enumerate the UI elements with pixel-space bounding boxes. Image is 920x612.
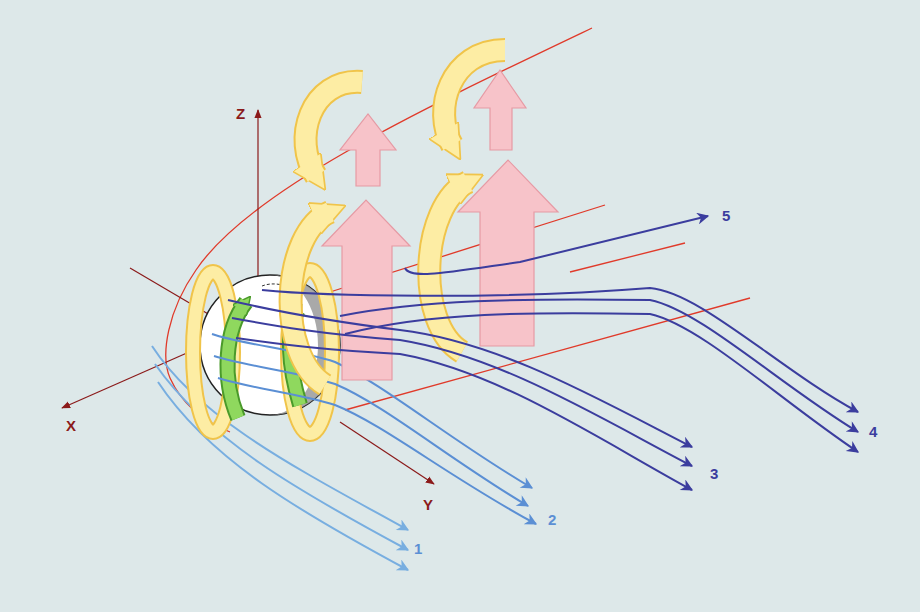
- flow-lines-tail: [340, 299, 858, 432]
- pink-arrow: [322, 70, 558, 380]
- axis-label: Y: [423, 497, 433, 512]
- callout-number: 3: [710, 466, 718, 481]
- boundary-lines: [570, 243, 685, 272]
- yellow-circulation: [291, 212, 330, 385]
- flow-lines-tail: [228, 300, 692, 447]
- callout-number: 5: [722, 208, 730, 223]
- axis: [257, 110, 258, 290]
- boundary-lines: [166, 28, 592, 432]
- pink-arrow: [340, 114, 396, 186]
- axis-label: Z: [236, 106, 245, 121]
- flow-lines-tail: [232, 318, 692, 466]
- callout-number: 1: [414, 541, 422, 556]
- yellow-circulation: [306, 82, 362, 176]
- pink-arrow: [474, 70, 526, 150]
- callout-number: 4: [869, 424, 877, 439]
- flow-lines-tail: [236, 338, 692, 490]
- pink-arrow: [458, 160, 558, 346]
- yellow-circulation: [306, 82, 362, 176]
- boundary-lines: [166, 28, 750, 432]
- flow-lines-tail: [228, 216, 858, 490]
- yellow-circulation: [291, 212, 330, 385]
- callout-number: 2: [548, 512, 556, 527]
- boundary-lines: [345, 298, 750, 410]
- flow-lines-tail: [262, 288, 858, 412]
- flow-lines-tail: [405, 216, 708, 274]
- axis-label: X: [66, 418, 76, 433]
- flow-lines-sphere: [218, 378, 536, 524]
- yellow-circulation: [291, 50, 505, 385]
- flow-lines-tail: [345, 313, 858, 452]
